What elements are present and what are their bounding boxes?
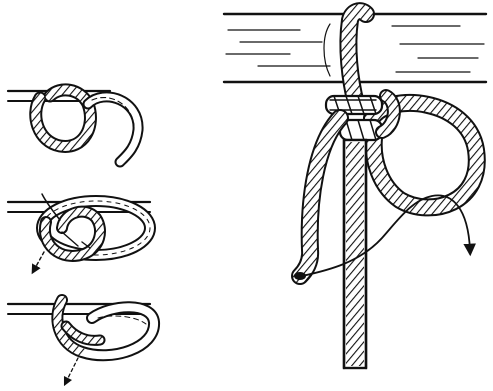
free-end — [294, 118, 340, 280]
step-3-rope — [57, 300, 154, 382]
step-2-panel — [8, 194, 150, 270]
finished-knot-panel — [224, 11, 486, 368]
rope-over-pole — [348, 11, 366, 104]
step-3-panel — [8, 300, 154, 382]
step-1-rope — [36, 90, 138, 162]
step-1-panel — [8, 90, 138, 162]
step-2-rope — [34, 194, 150, 270]
